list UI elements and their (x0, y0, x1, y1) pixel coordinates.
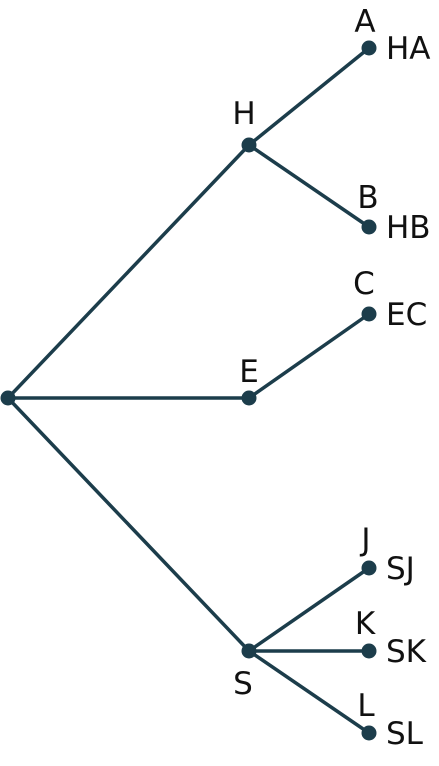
leaf-label-K: K (355, 606, 376, 642)
branch-label-S: S (233, 666, 253, 702)
edge-root-S (6, 396, 251, 653)
leaf-label-B: B (357, 180, 378, 216)
leaf-label-L: L (357, 688, 375, 724)
leaf-label-J: J (359, 522, 370, 558)
leaf-node-A (361, 40, 377, 56)
branch-node-E (241, 390, 257, 406)
outcome-label-HA: HA (386, 31, 431, 67)
branch-node-S (241, 643, 257, 659)
branch-node-H (241, 137, 257, 153)
edge-root-H (6, 143, 251, 400)
leaf-node-C (361, 306, 377, 322)
edge-E-C (247, 312, 371, 400)
leaf-node-B (361, 219, 377, 235)
edge-H-B (247, 143, 371, 229)
root-node (0, 390, 16, 406)
leaf-node-K (361, 643, 377, 659)
branch-label-H: H (232, 96, 255, 132)
leaf-label-C: C (353, 266, 375, 302)
tree-edges (6, 46, 371, 735)
outcome-label-SJ: SJ (386, 551, 415, 587)
branch-label-E: E (239, 354, 259, 390)
edge-S-L (247, 649, 371, 735)
leaf-label-A: A (354, 4, 375, 40)
outcome-label-HB: HB (386, 210, 431, 246)
outcome-label-SK: SK (386, 634, 427, 670)
edge-H-A (247, 46, 371, 147)
outcome-label-SL: SL (386, 716, 424, 752)
outcome-label-EC: EC (386, 297, 427, 333)
tree-nodes (0, 40, 377, 741)
edge-S-J (247, 566, 371, 653)
leaf-node-J (361, 560, 377, 576)
leaf-node-L (361, 725, 377, 741)
